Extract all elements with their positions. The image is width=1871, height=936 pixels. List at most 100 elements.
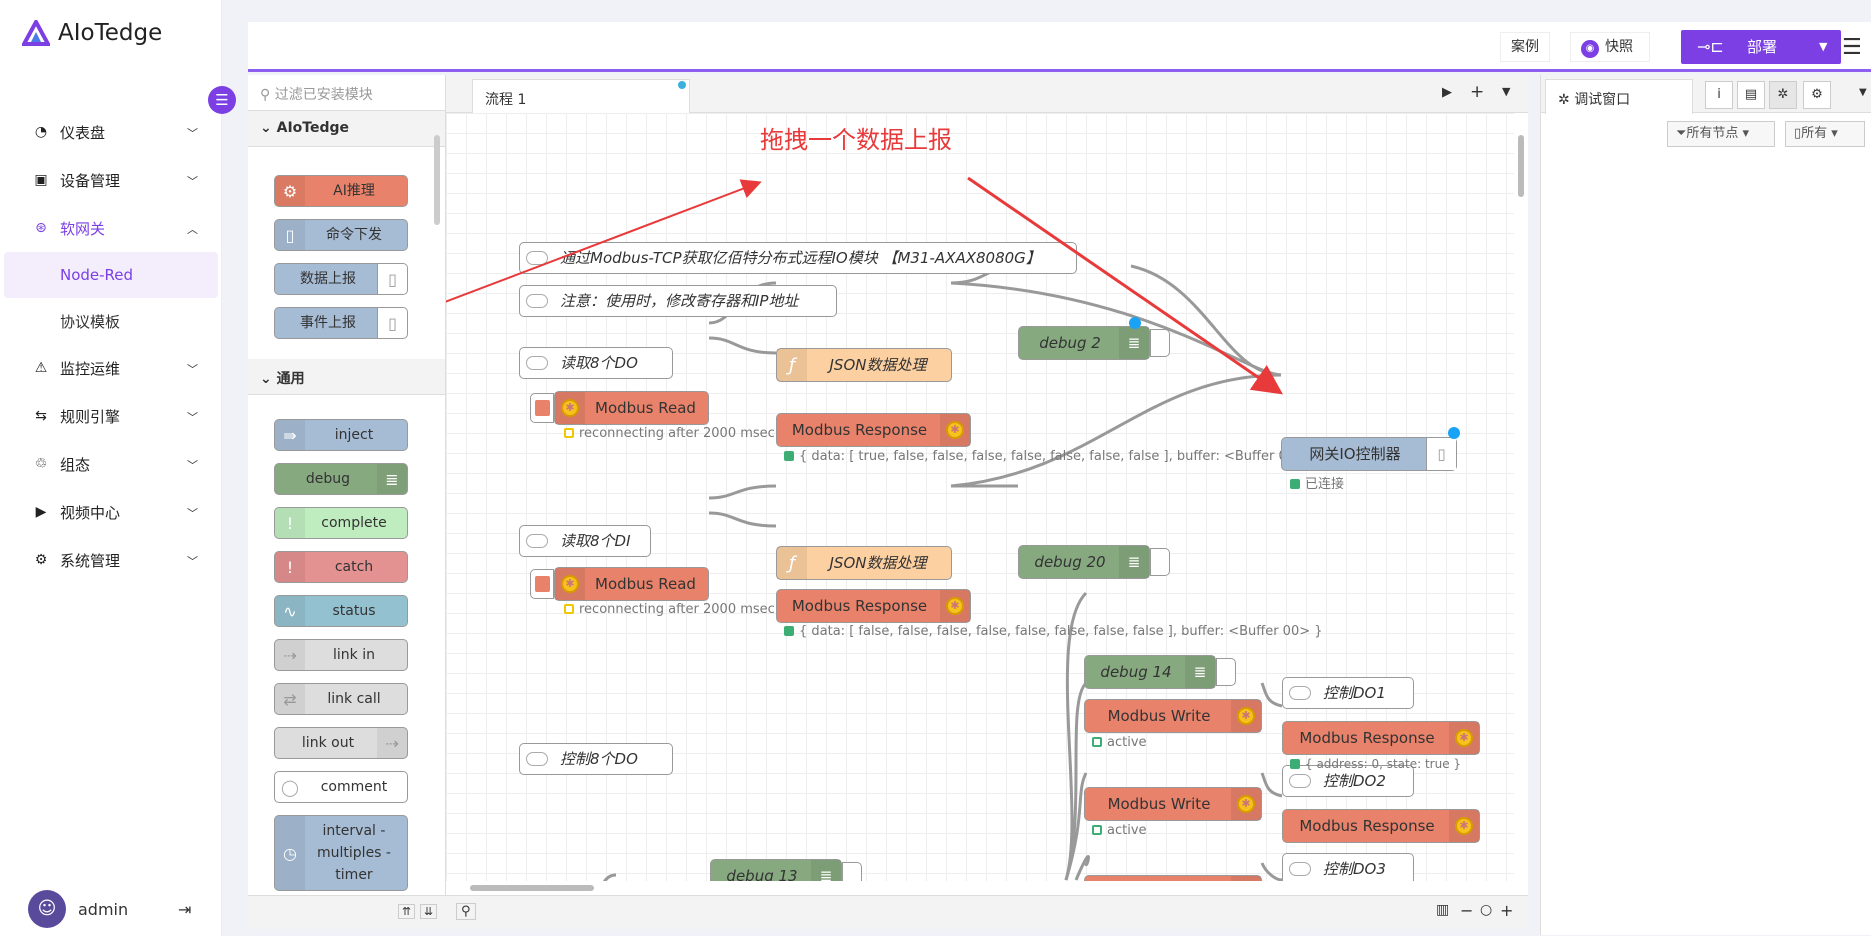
modbus-icon: ✱ [1449,810,1479,842]
collapse-menu-button[interactable]: ☰ [208,86,236,114]
zoom-reset-icon[interactable]: ○ [1480,902,1493,918]
tab-flow1[interactable]: 流程 1 [472,79,690,114]
palette-node-command[interactable]: ▯命令下发 [274,219,408,251]
palette-node-link-out[interactable]: ⇢link out [274,727,408,759]
status-text: active [1107,823,1147,838]
palette-node-debug[interactable]: ≣debug [274,463,408,495]
info-icon[interactable]: i [1705,81,1733,109]
menu-rules[interactable]: ⇆规则引擎﹀ [0,392,222,440]
deploy-button[interactable]: ⊸⊏ 部署 ▼ [1681,30,1841,64]
modbus-response-node[interactable]: ✱Modbus Response [776,589,971,623]
palette-node-ai[interactable]: ⚙AI推理 [274,175,408,207]
palette-scrollbar[interactable] [434,135,440,225]
horizontal-scrollbar[interactable] [470,885,594,891]
debug-toggle[interactable] [1150,548,1170,576]
inject-button[interactable] [530,393,554,423]
debug-node[interactable]: ≣debug 2 [1018,326,1150,360]
zoom-in-icon[interactable]: + [1500,901,1514,920]
vertical-scrollbar[interactable] [1518,135,1524,197]
menu-video[interactable]: ▶视频中心﹀ [0,488,222,536]
collapse-all-icon[interactable]: ⇈ [398,904,416,919]
modbus-read-node[interactable]: ✱Modbus Read [554,567,709,601]
flow-canvas[interactable]: 通过Modbus-TCP获取亿佰特分布式远程IO模块 【M31-AXAX8080… [446,113,1514,881]
user-info[interactable]: ☺ admin [28,890,128,928]
caret-down-icon[interactable]: ▼ [1859,87,1867,98]
comment-node[interactable]: 控制DO3 [1282,853,1414,881]
debug-node[interactable]: ≣debug 14 [1084,655,1216,689]
comment-text: 控制DO2 [1323,772,1386,790]
expand-all-icon[interactable]: ⇊ [420,904,438,919]
node-label: 命令下发 [326,227,382,243]
modbus-icon: ✱ [1231,788,1261,820]
comment-node[interactable]: 读取8个DI [519,525,651,557]
comment-node[interactable]: 控制DO1 [1282,677,1414,709]
palette-node-interval[interactable]: ◷interval - multiples - timer [274,815,408,891]
palette-node-status[interactable]: ∿status [274,595,408,627]
palette-node-inject[interactable]: ⇛inject [274,419,408,451]
scroll-tabs-icon[interactable]: ▶ [1442,85,1452,100]
menu-gateway[interactable]: ⊛软网关︿ [0,204,222,252]
map-icon[interactable]: ▥ [1436,902,1450,918]
case-button[interactable]: 案例 [1500,32,1550,62]
flow-menu-icon[interactable]: ▼ [1502,85,1511,98]
modbus-read-node[interactable]: ✱Modbus Read [554,391,709,425]
menu-protocol-template[interactable]: 协议模板 [0,298,222,344]
menu-monitor[interactable]: ⚠监控运维﹀ [0,344,222,392]
monitor-icon: ⚠ [34,360,48,376]
inject-button[interactable] [530,569,554,599]
palette-node-link-call[interactable]: ⇄link call [274,683,408,715]
modbus-write-node[interactable]: ✱Modbus Write [1084,875,1262,881]
status-text: { address: 0, state: true } [1305,757,1462,771]
menu-dashboard[interactable]: ◔仪表盘﹀ [0,108,222,156]
debug-toggle[interactable] [842,862,862,881]
debug-node[interactable]: ≣debug 13 [710,859,842,881]
modbus-response-node[interactable]: ✱Modbus Response [1282,809,1480,843]
debug-toggle[interactable] [1216,658,1236,686]
book-icon[interactable]: ▤ [1737,81,1765,109]
palette-node-catch[interactable]: !catch [274,551,408,583]
bug-icon[interactable]: ✲ [1769,81,1797,109]
filter-nodes-select[interactable]: ⏷所有节点 ▾ [1667,121,1775,147]
palette-search[interactable]: ⚲ 过滤已安装模块 [248,75,445,111]
modbus-icon: ✱ [555,568,585,600]
comment-node[interactable]: 注意：使用时，修改寄存器和IP地址 [519,285,837,317]
debug-toggle[interactable] [1150,329,1170,357]
filter-all-select[interactable]: ▯所有 ▾ [1785,121,1865,147]
logout-icon[interactable]: ⇥ [178,900,192,919]
avatar: ☺ [28,890,66,928]
modbus-response-node[interactable]: ✱Modbus Response [776,413,971,447]
palette-node-complete[interactable]: !complete [274,507,408,539]
palette-category-common[interactable]: ⌄ 通用 [248,359,445,395]
menu-device[interactable]: ▣设备管理﹀ [0,156,222,204]
tab-debug[interactable]: ✲ 调试窗口 [1545,79,1693,114]
trash-icon: ▯ [1794,126,1802,141]
snapshot-button[interactable]: ◉快照 [1570,32,1650,62]
gateway-io-node[interactable]: ▯网关IO控制器 [1281,437,1457,471]
comment-node[interactable]: 读取8个DO [519,347,673,379]
zoom-out-icon[interactable]: − [1460,901,1474,920]
add-flow-icon[interactable]: + [1470,82,1485,102]
debug-node[interactable]: ≣debug 20 [1018,545,1150,579]
main-menu-icon[interactable]: ☰ [1842,35,1862,60]
search-icon[interactable]: ⚲ [456,903,476,920]
palette-category-aiotedge[interactable]: ⌄ AIoTedge [248,111,445,147]
modbus-write-node[interactable]: ✱Modbus Write [1084,787,1262,821]
settings-icon: ⚙ [34,552,48,568]
palette-node-data-report[interactable]: ▯数据上报 [274,263,408,295]
menu-system[interactable]: ⚙系统管理﹀ [0,536,222,584]
palette-node-event-report[interactable]: ▯事件上报 [274,307,408,339]
palette-node-link-in[interactable]: ⇢link in [274,639,408,671]
menu-config[interactable]: ♲组态﹀ [0,440,222,488]
comment-node[interactable]: 通过Modbus-TCP获取亿佰特分布式远程IO模块 【M31-AXAX8080… [519,242,1077,274]
gear-icon[interactable]: ⚙ [1803,81,1831,109]
menu-node-red[interactable]: Node-Red [4,252,218,298]
app-logo[interactable]: AIoTedge [22,20,162,46]
caret-down-icon[interactable]: ▼ [1819,40,1828,53]
comment-node[interactable]: 控制8个DO [519,743,673,775]
modbus-response-node[interactable]: ✱Modbus Response [1282,721,1480,755]
comment-node[interactable]: 控制DO2 [1282,765,1414,797]
modbus-write-node[interactable]: ✱Modbus Write [1084,699,1262,733]
palette-node-comment[interactable]: ◯comment [274,771,408,803]
